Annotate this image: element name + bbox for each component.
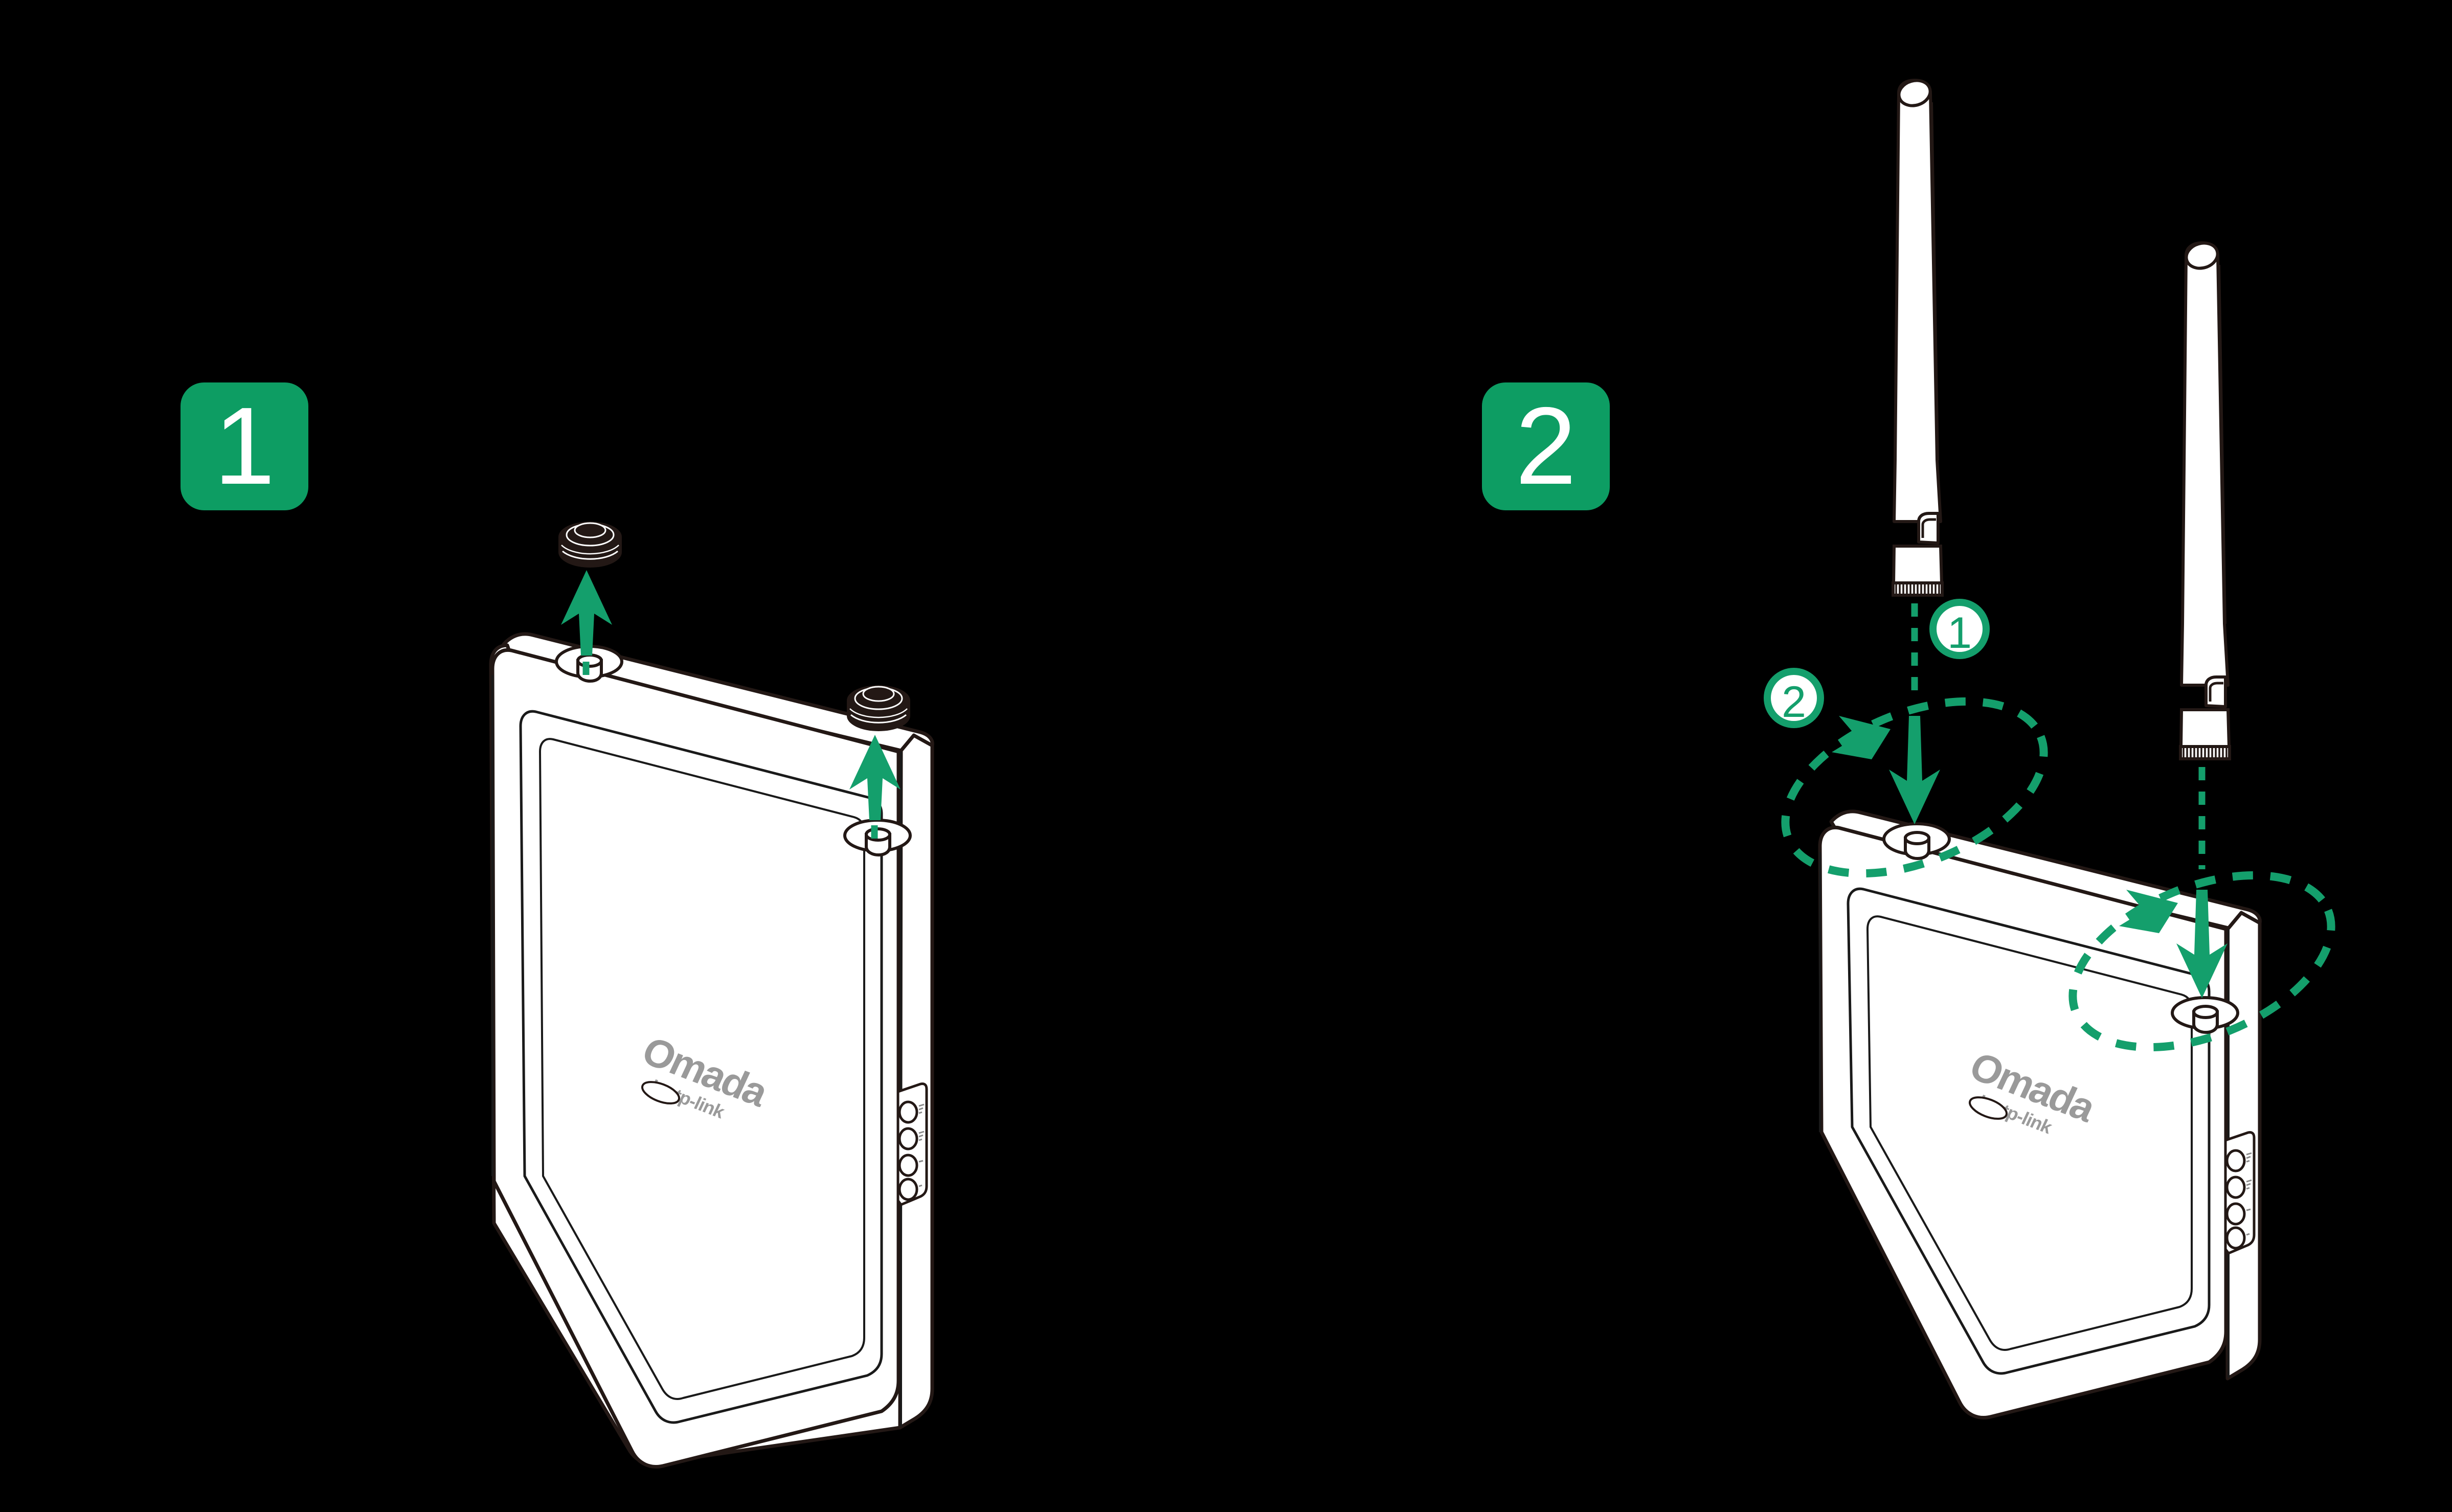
device-2-front-face [1818,825,2228,1419]
protective-cap-left [558,522,622,568]
device-1-led-labels [918,1103,925,1187]
device-2-port-left-hole [1904,831,1930,845]
step-2-panel: 2 Omada by tp-link [1482,79,2335,1419]
rotate-arrowhead-left [1832,716,1891,759]
device-2-port-right-hole [2192,1005,2219,1019]
device-2-port-right [2171,996,2239,1034]
device-2-recess-inner [1866,915,2193,1351]
cap-right-top [862,686,895,702]
callout-insert: 1 [1929,599,1990,659]
device-1-led-1 [898,1100,918,1124]
antenna-right [2179,241,2231,760]
insert-arrow-left [1889,603,1940,824]
antenna-right-tip [2185,241,2219,270]
device-2-led-labels [2246,1152,2252,1236]
device-2-led-2 [2225,1176,2246,1199]
device-1-led-2 [898,1127,918,1150]
rotation-ellipse-right [2068,871,2335,1052]
device-2-led-strip [2224,1131,2256,1255]
insert-arrow-right [2176,767,2228,998]
rotate-arrowhead-right [2119,890,2178,933]
cap-right-groove-2 [850,714,907,724]
antenna-right-shade [2218,264,2226,624]
callout-insert-circle [1929,599,1990,659]
device-1-recess-outer [519,710,883,1424]
antenna-left-shade [1931,102,1939,461]
insert-arrow-right-head [2176,890,2228,998]
step-badge-1-bg [181,382,308,510]
callout-rotate-label: 2 [1782,678,1806,727]
device-1-recess-inner [539,738,865,1400]
callout-insert-label: 1 [1947,608,1972,658]
cap-left-groove-3 [561,545,619,555]
cap-right-groove-3 [849,708,908,718]
step-badge-2-bg [1482,382,1610,510]
device-1-status-led [641,1081,680,1104]
device-2-led-1 [2225,1149,2246,1172]
insert-arrow-left-head [1889,716,1940,824]
device-1-led-3 [898,1154,918,1177]
device-1: Omada by tp-link [489,632,934,1469]
antenna-left-tip [1897,79,1932,107]
antenna-left-collar [1892,545,1944,584]
step-1-panel: 1 Omada by tp-link [181,382,934,1469]
step-badge-2-label: 2 [1515,384,1577,507]
device-1-led-strip [896,1082,928,1206]
device-1-side-face [898,733,934,1430]
antenna-right-collar [2179,708,2231,748]
device-2-port-left [1882,822,1951,861]
step-badge-1: 1 [181,382,308,510]
device-1-port-right-hole [865,827,891,842]
device-1-port-left-hole [576,653,603,668]
rotation-ellipse-left [1781,697,2048,878]
device-2-recess-outer [1847,887,2211,1375]
callout-rotate-circle [1764,668,1824,728]
device-2-led-4 [2225,1226,2246,1250]
cap-left-groove-2 [562,550,618,560]
step-badge-1-label: 1 [214,384,275,507]
antenna-left [1892,79,1944,597]
device-1-led-4 [898,1178,918,1201]
callout-rotate: 2 [1764,668,1824,728]
step-badge-2: 2 [1482,382,1610,510]
device-2-status-led [1969,1096,2008,1120]
rotate-arrowhead-left-shape [1832,716,1891,759]
remove-arrow-left [561,570,612,675]
remove-arrow-right-head [849,735,901,820]
device-1-front-silhouette [490,648,901,1469]
protective-cap-right [847,685,910,731]
antenna-right-hinge-inner [2209,682,2223,702]
antenna-left-hinge-inner [1921,518,1936,538]
remove-arrow-left-head [561,570,612,656]
antenna-left-knurl-teeth [1895,584,1940,594]
rotate-arrowhead-right-shape [2119,890,2178,933]
cap-left-top [574,522,606,538]
antenna-right-knurl-teeth [2183,748,2228,758]
remove-arrow-right [849,735,901,839]
device-2-led-3 [2225,1202,2246,1226]
